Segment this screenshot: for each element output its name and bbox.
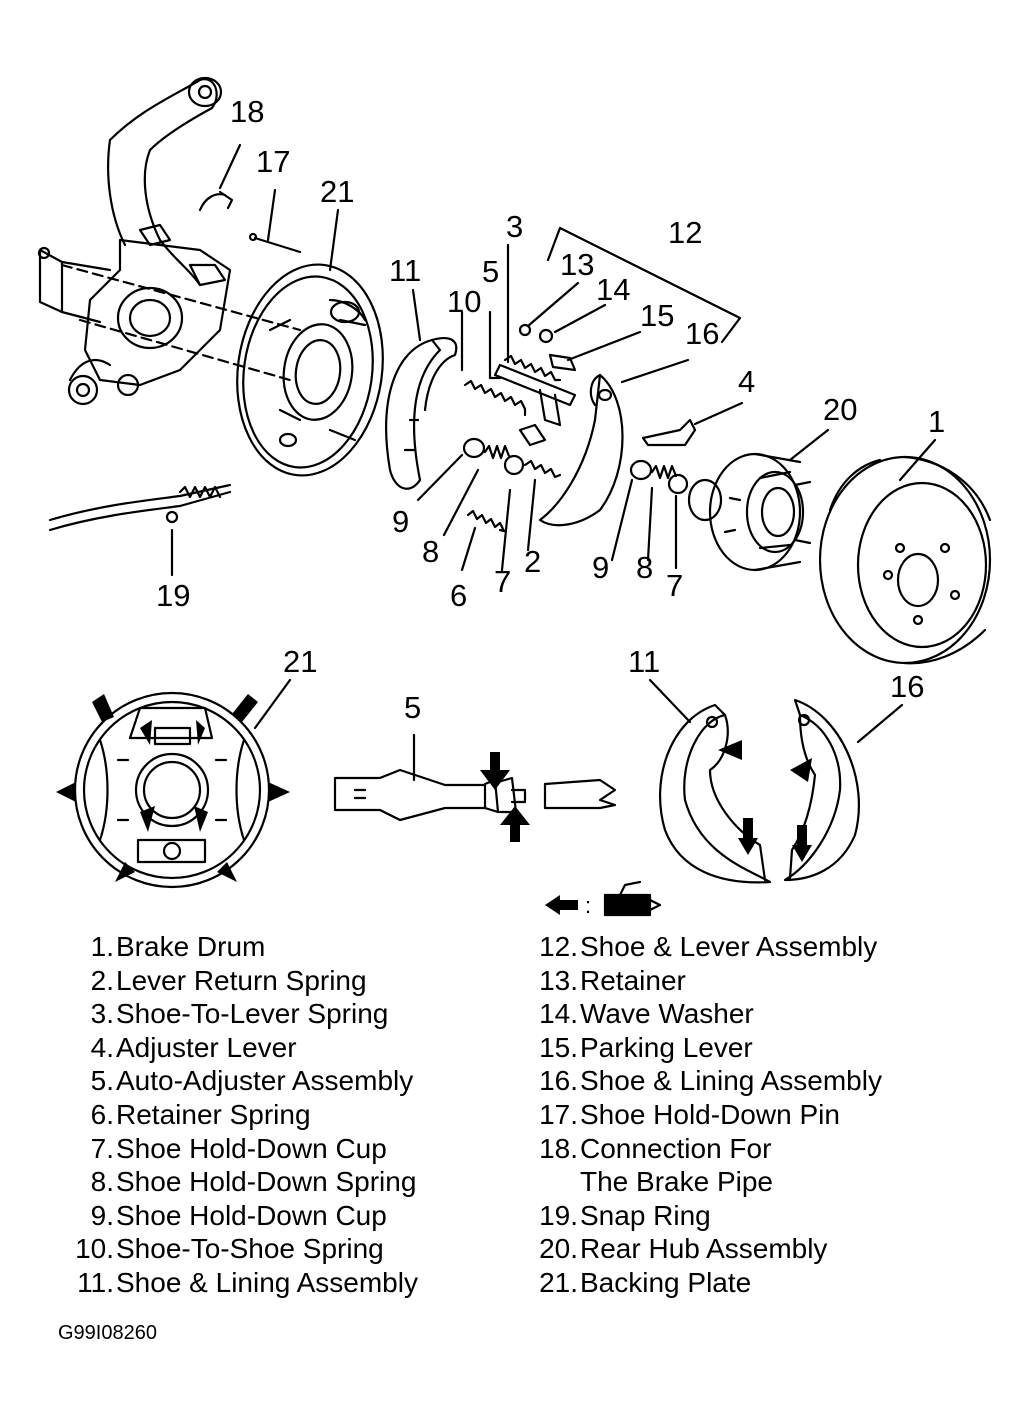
shoe-lining-left-front-part (658, 703, 772, 884)
grease-arrow-icon (480, 752, 510, 790)
backing-plate-part (236, 263, 384, 477)
legend-item: 7.Shoe Hold-Down Cup (90, 1132, 387, 1164)
callout-9: 9 (592, 550, 609, 585)
grease-key-colon: : (585, 893, 591, 918)
auto-adjuster-front-part (333, 768, 617, 822)
spring-6-part (466, 509, 506, 533)
legend-item: 14.Wave Washer (539, 998, 754, 1030)
callout-16: 16 (685, 316, 719, 351)
callout-2: 2 (524, 544, 541, 579)
legend-item: 13.Retainer (539, 964, 686, 996)
brake-pipe-connection-part (198, 190, 234, 212)
legend-item: 19.Snap Ring (539, 1199, 711, 1231)
callout-5: 5 (482, 254, 499, 289)
legend-item: 15.Parking Lever (539, 1031, 753, 1063)
grease-arrow-icon (194, 806, 208, 832)
backing-plate-front-part (73, 691, 271, 889)
legend-item: 17.Shoe Hold-Down Pin (539, 1098, 840, 1130)
figure-code: G99I08260 (58, 1322, 157, 1344)
legend-item: 1.Brake Drum (90, 931, 266, 962)
grease-arrow-icon (268, 782, 290, 802)
grease-gun-icon (603, 880, 662, 917)
callout-18: 18 (230, 94, 264, 129)
brake-drum-part (818, 455, 992, 665)
callout-11: 11 (628, 644, 660, 679)
grease-arrow-icon (92, 694, 114, 722)
legend-item: 5.Auto-Adjuster Assembly (90, 1065, 414, 1097)
legend-right-column: 12.Shoe & Lever Assembly 13.Retainer 14.… (522, 930, 1002, 1300)
legend-left-column: 1.Brake Drum 2.Lever Return Spring 3.Sho… (58, 930, 498, 1300)
grease-arrow-icon (232, 694, 258, 722)
parking-lever-part (548, 353, 577, 372)
grease-arrow-icon (217, 862, 237, 882)
legend-item: 2.Lever Return Spring (90, 964, 367, 996)
spring-2-part (523, 459, 562, 479)
grease-arrow-icon (500, 806, 530, 842)
steering-knuckle-part (37, 76, 232, 406)
callout-8: 8 (422, 534, 439, 569)
callout-8: 8 (636, 550, 653, 585)
rear-hub-part (687, 452, 812, 572)
spring-3-part (503, 354, 562, 382)
brake-exploded-diagram: 18 17 21 3 12 13 5 11 14 10 15 16 4 20 1… (37, 76, 992, 918)
legend-item: 18.Connection For (539, 1132, 772, 1164)
callout-21: 21 (283, 644, 317, 679)
callout-11: 11 (389, 253, 421, 288)
wave-washer-part (538, 328, 554, 344)
callout-7: 7 (666, 568, 683, 603)
legend-item: 6.Retainer Spring (90, 1098, 311, 1130)
callout-9: 9 (392, 504, 409, 539)
grease-arrow-key-icon (545, 895, 578, 915)
legend-item: 16.Shoe & Lining Assembly (539, 1065, 882, 1097)
hold-down-set-right-part (629, 459, 689, 495)
shoe-lining-right-part (538, 373, 624, 527)
callout-14: 14 (596, 272, 630, 307)
legend-item: 3.Shoe-To-Lever Spring (90, 998, 389, 1030)
callout-19: 19 (156, 578, 190, 613)
callout-16: 16 (890, 669, 924, 704)
legend-item: 8.Shoe Hold-Down Spring (90, 1166, 417, 1198)
legend-item: 9.Shoe Hold-Down Cup (90, 1199, 387, 1231)
legend-item-continuation: The Brake Pipe (580, 1166, 773, 1198)
callout-4: 4 (738, 364, 755, 399)
hold-down-pin-part (248, 232, 302, 254)
grease-arrow-icon (718, 740, 742, 760)
callout-13: 13 (560, 247, 594, 282)
grease-arrow-icon (792, 825, 812, 862)
callout-12: 12 (668, 215, 702, 250)
legend-item: 12.Shoe & Lever Assembly (539, 931, 878, 962)
callout-17: 17 (256, 144, 290, 179)
legend-item: 10.Shoe-To-Shoe Spring (75, 1233, 384, 1265)
legend-item: 11.Shoe & Lining Assembly (77, 1266, 418, 1298)
grease-arrow-icon (790, 758, 812, 782)
grease-arrow-icon (56, 782, 76, 802)
hold-down-set-left-part (462, 437, 525, 476)
callout-21: 21 (320, 174, 354, 209)
adjuster-lever-part (641, 418, 697, 447)
legend-item: 21.Backing Plate (539, 1266, 752, 1298)
callout-1: 1 (928, 404, 945, 439)
legend-item: 4.Adjuster Lever (90, 1031, 297, 1063)
shoe-lining-left-part (385, 337, 458, 490)
callout-10: 10 (447, 284, 481, 319)
parking-cable-part (48, 483, 232, 532)
callout-3: 3 (506, 209, 523, 244)
callout-5: 5 (404, 690, 421, 725)
callout-15: 15 (640, 298, 674, 333)
grease-arrow-icon (115, 862, 135, 882)
grease-arrow-icon (140, 720, 152, 745)
spring-10-part (463, 379, 527, 417)
shoe-lining-right-front-part (783, 698, 860, 882)
callout-20: 20 (823, 392, 857, 427)
auto-adjuster-top-part (493, 363, 577, 447)
grease-arrow-icon (140, 806, 155, 832)
grease-arrow-icon (196, 720, 205, 745)
retainer-part (518, 323, 532, 337)
legend-item: 20.Rear Hub Assembly (539, 1233, 828, 1265)
grease-arrow-icon (738, 818, 758, 855)
callout-7: 7 (494, 564, 511, 599)
callout-6: 6 (450, 578, 467, 613)
